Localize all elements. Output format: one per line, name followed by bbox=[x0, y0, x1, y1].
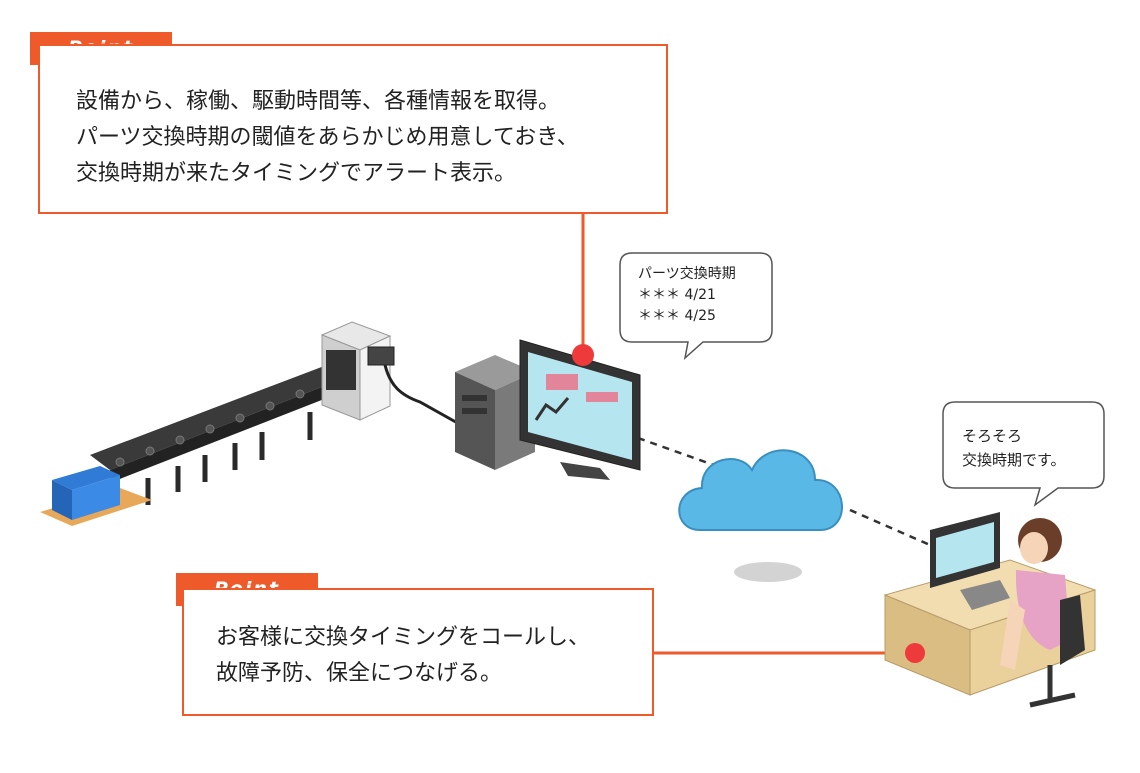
point-top-line-2: パーツ交換時期の閾値をあらかじめ用意しておき、 bbox=[76, 125, 579, 150]
operator-bubble-text: そろそろ 交換時期です。 bbox=[962, 424, 1066, 472]
pc-bubble-text: パーツ交換時期 ＊＊＊ 4/21 ＊＊＊ 4/25 bbox=[638, 264, 736, 327]
point-bottom-line-1: お客様に交換タイミングをコールし、 bbox=[216, 625, 591, 650]
point-box-bottom: お客様に交換タイミングをコールし、 故障予防、保全につなげる。 bbox=[182, 588, 654, 716]
cloud-operator-link bbox=[849, 508, 931, 547]
operator-speech-bubble bbox=[942, 401, 1105, 507]
pc-bubble-line-1: パーツ交換時期 bbox=[638, 266, 736, 282]
operator-bubble-line-1: そろそろ bbox=[962, 427, 1023, 445]
operator-bubble-line-2: 交換時期です。 bbox=[962, 451, 1066, 469]
pc-tower-icon bbox=[455, 355, 535, 470]
pc-bubble-line-3: ＊＊＊ 4/25 bbox=[638, 308, 716, 324]
point-box-top: 設備から、稼働、駆動時間等、各種情報を取得。 パーツ交換時期の閾値をあらかじめ用… bbox=[38, 44, 668, 214]
cloud-icon bbox=[678, 449, 843, 582]
parts-bin-icon bbox=[40, 466, 152, 526]
point-bottom-line-2: 故障予防、保全につなげる。 bbox=[216, 661, 503, 686]
monitor-icon bbox=[519, 339, 641, 480]
pc-speech-bubble bbox=[619, 252, 773, 361]
machine-cabinet-icon bbox=[320, 321, 471, 432]
alert-dot-icon bbox=[572, 344, 594, 366]
operator-person-icon bbox=[1000, 518, 1085, 708]
point-top-line-1: 設備から、稼働、駆動時間等、各種情報を取得。 bbox=[76, 89, 561, 114]
pc-cloud-link bbox=[637, 436, 723, 470]
pc-bubble-line-2: ＊＊＊ 4/21 bbox=[638, 287, 716, 303]
conveyor-icon bbox=[90, 360, 360, 505]
point-top-line-3: 交換時期が来たタイミングでアラート表示。 bbox=[76, 161, 517, 186]
